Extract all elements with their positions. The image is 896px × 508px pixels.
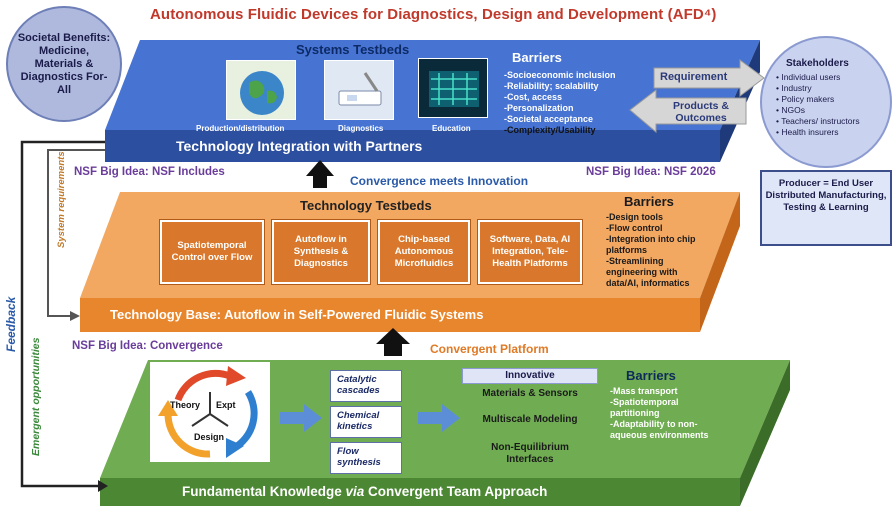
fundamental-label-via: via [345, 484, 365, 499]
diagram-title: Autonomous Fluidic Devices for Diagnosti… [150, 6, 717, 23]
globe-image [226, 60, 296, 120]
education-image [418, 58, 488, 118]
stakeholder-item: Individual users [776, 72, 860, 83]
barrier-item: -Socioeconomic inclusion [504, 70, 616, 80]
innovative-item-interfaces: Non-Equilibrium Interfaces [491, 442, 569, 465]
caption-diagnostics: Diagnostics [338, 124, 384, 133]
requirements-arrowhead [70, 311, 80, 321]
cycle-theory: Theory [170, 400, 201, 410]
cycle-diagram: Theory Expt Design [150, 362, 270, 462]
fundamental-platform-front [100, 478, 740, 506]
barrier-item: -Complexity/Usability [504, 125, 596, 135]
barrier-item: -Integration into chip platforms [606, 234, 696, 255]
producer-text: Producer = End User Distributed Manufact… [765, 178, 887, 213]
cycle-arrows [158, 366, 258, 458]
stakeholder-item: Industry [776, 83, 860, 94]
innovative-header: Innovative [462, 368, 598, 384]
technology-platform-front [80, 298, 700, 332]
innovative-item-materials: Materials & Sensors [482, 388, 578, 399]
fundamental-label-post: Convergent Team Approach [364, 484, 548, 499]
barrier-item: -Societal acceptance [504, 114, 594, 124]
stakeholder-item: NGOs [776, 105, 860, 116]
barrier-item: -Adaptability to non-aqueous environment… [610, 419, 709, 440]
societal-benefits-circle: Societal Benefits: Medicine, Materials &… [6, 6, 122, 122]
technology-platform-side [700, 192, 740, 332]
requirement-label: Requirement [660, 71, 728, 83]
nsf-includes-label: NSF Big Idea: NSF Includes [74, 166, 225, 178]
fundamental-platform-side [740, 360, 790, 506]
technology-barriers-title: Barriers [624, 194, 674, 209]
systems-base-label: Technology Integration with Partners [176, 138, 423, 154]
systems-barriers-list: -Socioeconomic inclusion -Reliability; s… [504, 70, 616, 136]
barrier-item: -Design tools [606, 212, 664, 222]
globe-icon [240, 71, 284, 115]
barrier-item: -Mass transport [610, 386, 678, 396]
emergent-opportunities-label: Emergent opportunities [30, 337, 42, 456]
barrier-item: -Streamlining engineering with data/AI, … [606, 256, 690, 288]
diagnostics-image [324, 60, 394, 120]
technology-base-label: Technology Base: Autoflow in Self-Powere… [110, 307, 484, 322]
fundamental-base-label: Fundamental Knowledge via Convergent Tea… [182, 484, 547, 499]
fundamental-barriers-list: -Mass transport -Spatiotemporal partitio… [610, 386, 714, 441]
mechanism-catalytic: Catalytic cascades [330, 370, 402, 402]
test-strip-icon [338, 72, 382, 106]
stakeholder-item: Teachers/ instructors [776, 116, 859, 127]
feedback-arrowhead [98, 480, 108, 492]
requirement-arrow [653, 59, 765, 97]
tech-box-software: Software, Data, AI Integration, Tele-Hea… [478, 220, 582, 284]
fundamental-label-pre: Fundamental Knowledge [182, 484, 346, 499]
societal-benefits-text: Societal Benefits: Medicine, Materials &… [17, 31, 111, 96]
caption-education: Education [432, 124, 471, 133]
feedback-label: Feedback [4, 296, 18, 352]
producer-box: Producer = End User Distributed Manufact… [760, 170, 892, 246]
technology-barriers-list: -Design tools -Flow control -Integration… [606, 212, 702, 289]
system-requirements-label: System requirements [56, 151, 67, 248]
mechanism-flow: Flow synthesis [330, 442, 402, 474]
blue-arrow-2 [418, 404, 460, 432]
barrier-item: -Spatiotemporal partitioning [610, 397, 679, 418]
blue-arrow-1 [280, 404, 322, 432]
stakeholders-title: Stakeholders [786, 58, 849, 69]
stakeholder-item: Health insurers [776, 127, 860, 138]
products-arrow [629, 88, 747, 134]
requirements-line [47, 149, 105, 317]
barrier-item: -Personalization [504, 103, 574, 113]
barrier-item: -Cost, access [504, 92, 563, 102]
caption-production: Production/distribution [196, 124, 285, 133]
tech-box-chip: Chip-based Autonomous Microfluidics [378, 220, 470, 284]
tech-box-autoflow: Autoflow in Synthesis & Diagnostics [272, 220, 370, 284]
tech-box-spatiotemporal: Spatiotemporal Control over Flow [160, 220, 264, 284]
products-label: Products & Outcomes [672, 100, 729, 124]
stakeholders-list: Individual users Industry Policy makers … [776, 72, 860, 138]
barrier-item: -Flow control [606, 223, 663, 233]
stakeholder-item: Policy makers [776, 94, 860, 105]
fundamental-barriers-title: Barriers [626, 368, 676, 383]
barrier-item: -Reliability; scalability [504, 81, 599, 91]
cycle-design: Design [194, 432, 225, 442]
mechanism-kinetics: Chemical kinetics [330, 406, 402, 438]
convergent-platform-label: Convergent Platform [430, 342, 549, 356]
up-arrow-top [306, 160, 334, 188]
nsf-convergence-label: NSF Big Idea: Convergence [72, 340, 223, 352]
convergence-innovation-label: Convergence meets Innovation [350, 174, 529, 188]
chip-icon [429, 71, 479, 107]
systems-testbeds-title: Systems Testbeds [296, 42, 410, 57]
systems-platform-front [105, 130, 720, 162]
up-arrow-bottom [376, 328, 410, 356]
cycle-expt: Expt [216, 400, 236, 410]
technology-testbeds-title: Technology Testbeds [300, 198, 432, 213]
nsf-2026-label: NSF Big Idea: NSF 2026 [586, 166, 716, 178]
systems-barriers-title: Barriers [512, 50, 562, 65]
feedback-line [20, 140, 105, 488]
innovative-item-modeling: Multiscale Modeling [482, 414, 578, 425]
